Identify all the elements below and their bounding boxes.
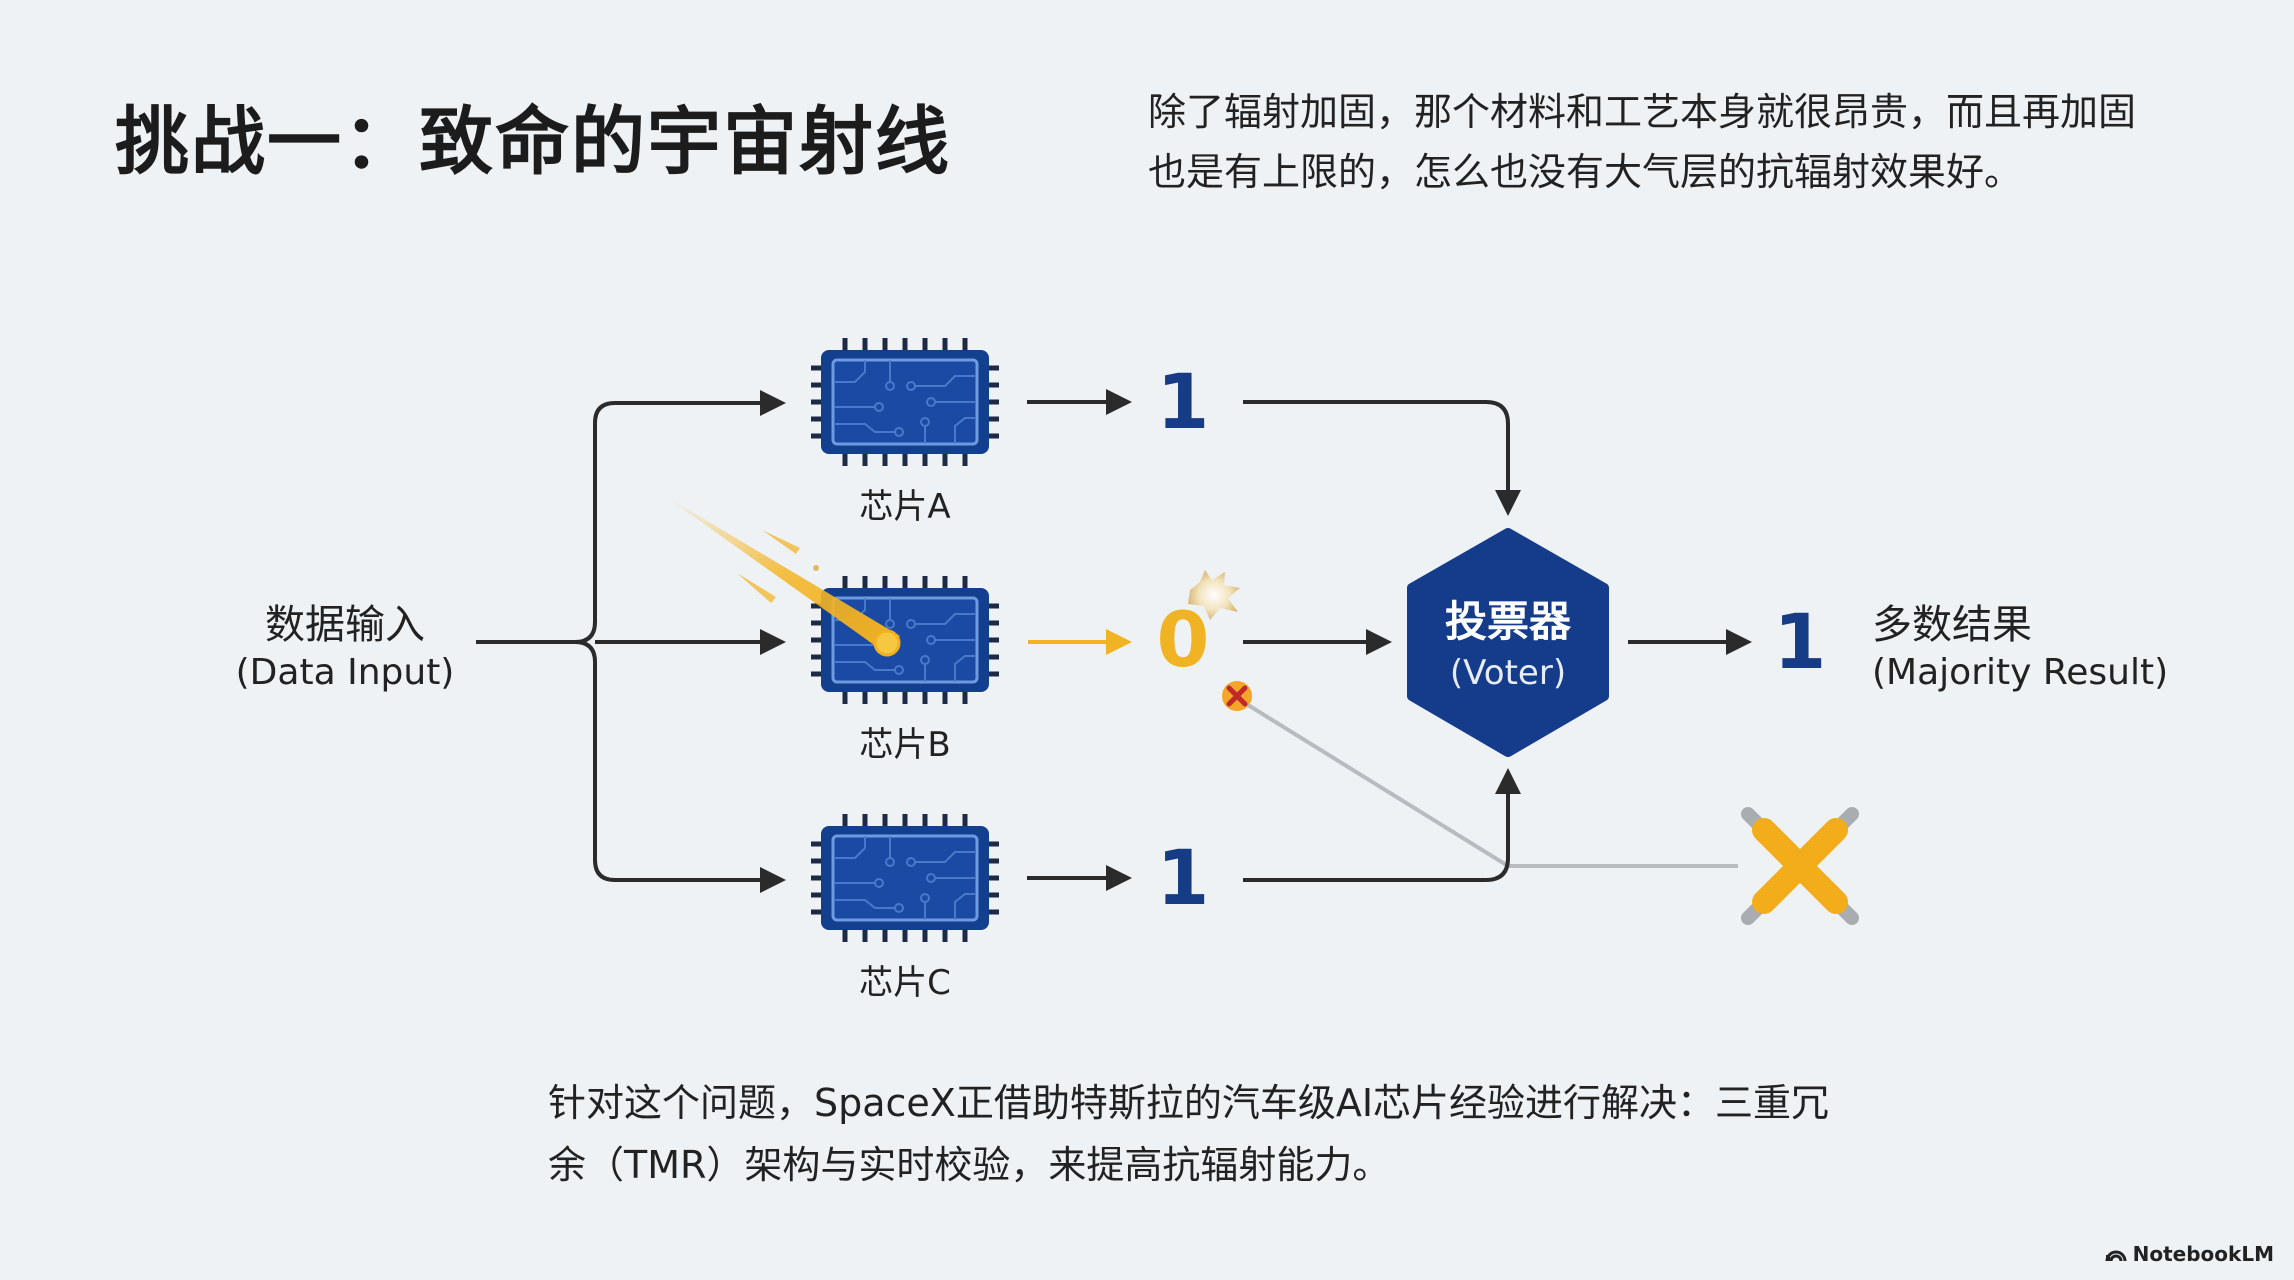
input-label-cn: 数据输入 [265,602,425,648]
chip-output-arrows [1027,389,1132,891]
chip-b-label: 芯片B [859,725,950,765]
chip-b: 芯片B [811,576,999,765]
yellow-x-icon [1741,807,1859,925]
voter-label-en: (Voter) [1450,653,1566,693]
notebooklm-logo-icon [2105,1250,2127,1262]
chip-a-label: 芯片A [859,487,950,527]
chip-c-output: 1 [1157,833,1210,922]
brand-watermark: NotebookLM [2105,1242,2274,1266]
voter-label-cn: 投票器 [1445,597,1572,646]
slide-title: 挑战一：致命的宇宙射线 [115,99,951,185]
chip-a: 芯片A [811,338,999,527]
voter-hexagon [1407,528,1609,757]
chip-icon [811,338,999,466]
majority-result-value: 1 [1774,597,1827,686]
chip-a-output: 1 [1157,357,1210,446]
burst-icon [1188,570,1240,620]
majority-result-label-cn: 多数结果 [1872,602,2032,648]
voter-input-arrows [1243,400,1521,882]
chip-c: 芯片C [811,814,999,1003]
majority-result-label-en: (Majority Result) [1872,652,2168,693]
brand-name: NotebookLM [2132,1242,2274,1266]
intro-paragraph: 除了辐射加固，那个材料和工艺本身就很昂贵，而且再加固也是有上限的，怎么也没有大气… [1148,90,2137,194]
input-label-en: (Data Input) [236,652,455,693]
chip-b-output: 0 [1157,595,1210,684]
chip-icon [811,814,999,942]
chip-c-label: 芯片C [859,963,951,1003]
red-x-icon [1222,681,1252,711]
chip-icon [811,576,999,704]
input-branch-connector [476,390,786,893]
meteor-streak-icon [662,494,901,657]
conclusion-paragraph: 针对这个问题，SpaceX正借助特斯拉的汽车级AI芯片经验进行解决：三重冗余（T… [548,1081,1830,1187]
voter: 投票器 (Voter) [1407,528,1609,757]
